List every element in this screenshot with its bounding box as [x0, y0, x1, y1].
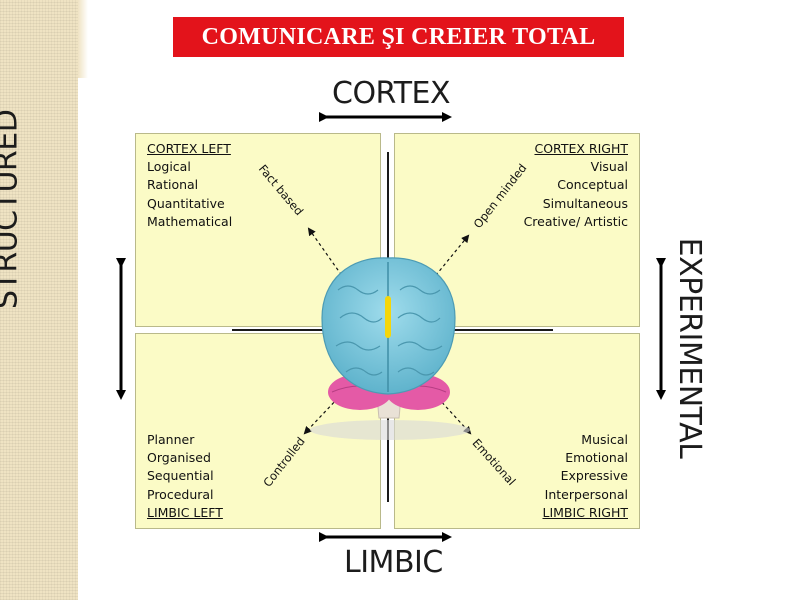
- emotional-arrow: [437, 397, 472, 435]
- decorative-top-fade: [78, 0, 88, 78]
- quadrant-item: Logical: [147, 159, 191, 175]
- quadrant-item: Organised: [147, 450, 211, 466]
- quadrant-item: Emotional: [565, 450, 628, 466]
- quadrant-item: Sequential: [147, 468, 214, 484]
- cortex-right-text: CORTEX RIGHT Visual Conceptual Simultane…: [524, 140, 628, 231]
- limbic-right-text: Musical Emotional Expressive Interperson…: [543, 431, 629, 522]
- quadrant-item: Conceptual: [557, 177, 628, 193]
- page-title: COMUNICARE ŞI CREIER TOTAL: [173, 17, 624, 57]
- decorative-side-strip: [0, 0, 78, 600]
- axis-label-limbic: LIMBIC: [344, 545, 443, 580]
- quadrant-item: Rational: [147, 177, 199, 193]
- quadrant-item: Planner: [147, 432, 195, 447]
- quadrant-item: Visual: [590, 159, 628, 175]
- quadrant-heading: CORTEX RIGHT: [534, 141, 628, 156]
- axis-label-structured: STRUCTURED: [0, 109, 25, 309]
- quadrant-heading: LIMBIC RIGHT: [542, 504, 629, 520]
- cortex-left-text: CORTEX LEFT Logical Rational Quantitativ…: [147, 140, 232, 231]
- quadrant-item: Procedural: [147, 486, 214, 502]
- quadrant-item: Musical: [581, 432, 628, 447]
- fact-based-arrow: [307, 227, 346, 281]
- axis-label-experimental: EXPERIMENTAL: [672, 237, 707, 459]
- quadrant-heading: CORTEX LEFT: [147, 141, 231, 156]
- quadrant-heading: LIMBIC LEFT: [147, 504, 223, 520]
- quadrant-item: Simultaneous: [542, 195, 628, 211]
- quadrant-item: Creative/ Artistic: [523, 213, 628, 229]
- controlled-arrow: [303, 397, 339, 435]
- limbic-left-text: Planner Organised Sequential Procedural …: [147, 431, 223, 522]
- brain-illustration: [310, 257, 470, 440]
- quadrant-item: Mathematical: [147, 213, 233, 229]
- quadrant-item: Expressive: [560, 468, 628, 484]
- quadrant-item: Quantitative: [147, 195, 225, 211]
- axis-label-cortex: CORTEX: [332, 76, 451, 111]
- quadrant-item: Interpersonal: [544, 486, 628, 502]
